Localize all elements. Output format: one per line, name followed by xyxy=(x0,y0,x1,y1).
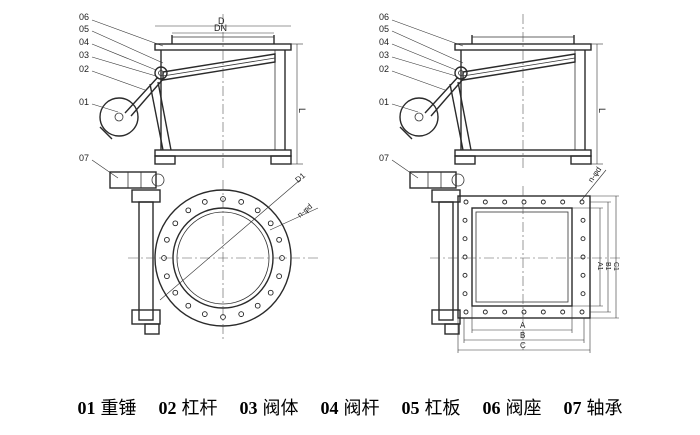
bolt-holes xyxy=(161,196,285,320)
dim-b: B xyxy=(520,331,525,340)
legend-label: 阀座 xyxy=(505,398,542,418)
dim-holes-right: n-φd xyxy=(586,165,603,184)
dim-length-right: L xyxy=(597,108,607,113)
bolt-hole xyxy=(254,207,261,214)
bolt-hole xyxy=(579,199,585,205)
legend-number: 03 xyxy=(239,398,258,418)
callout-01: 01 xyxy=(79,97,89,107)
bolt-hole xyxy=(201,311,208,317)
legend-label: 阀杆 xyxy=(343,398,380,418)
bolt-hole xyxy=(254,302,261,309)
bolt-hole xyxy=(201,199,208,205)
legend-number: 01 xyxy=(77,398,96,418)
bolt-hole xyxy=(462,236,468,242)
bolt-hole xyxy=(185,207,192,214)
bolt-hole xyxy=(580,236,586,242)
legend-label: 阀体 xyxy=(262,398,299,418)
bolt-hole xyxy=(540,199,546,205)
bolt-hole xyxy=(580,254,586,260)
legend-label: 杠杆 xyxy=(181,398,218,418)
bolt-hole xyxy=(276,236,282,243)
legend-label: 杠板 xyxy=(424,398,461,418)
dim-c: C xyxy=(520,341,526,350)
bolt-hole xyxy=(238,311,245,317)
bolt-hole xyxy=(462,217,468,223)
legend-number: 07 xyxy=(563,398,582,418)
callout-04: 04 xyxy=(79,37,89,47)
bolt-hole xyxy=(580,272,586,278)
bolt-hole xyxy=(463,309,469,315)
right-plan-view: A B C A1 B1 C1 n-φd xyxy=(409,165,620,353)
bolt-hole xyxy=(238,199,245,205)
bolt-hole xyxy=(463,199,469,205)
legend-number: 04 xyxy=(320,398,339,418)
dim-length: L xyxy=(297,108,307,113)
bolt-hole xyxy=(482,309,488,315)
bolt-hole xyxy=(462,272,468,278)
legend-label: 轴承 xyxy=(586,398,623,418)
left-elevation-view: D DN L 06 05 04 03 02 01 07 xyxy=(79,12,307,179)
left-plan-view: D1 n-φd xyxy=(109,171,319,340)
callout-06: 06 xyxy=(79,12,89,22)
dim-c1: C1 xyxy=(612,262,619,271)
dim-nominal-diameter: DN xyxy=(214,23,227,33)
square-bolt-holes xyxy=(462,199,586,315)
bolt-hole xyxy=(172,220,179,227)
legend-number: 06 xyxy=(482,398,501,418)
callout-05-right: 05 xyxy=(379,24,389,34)
bolt-hole xyxy=(462,254,468,260)
bolt-hole xyxy=(164,273,170,280)
engineering-drawing: D DN L 06 05 04 03 02 01 07 xyxy=(79,12,620,353)
callout-02-right: 02 xyxy=(379,64,389,74)
legend-number: 02 xyxy=(158,398,177,418)
bolt-hole xyxy=(521,199,527,205)
callout-03-right: 03 xyxy=(379,50,389,60)
dim-a1: A1 xyxy=(596,262,603,271)
bolt-hole xyxy=(164,236,170,243)
dim-holes-left: n-φd xyxy=(296,202,315,220)
bolt-hole xyxy=(560,309,566,315)
right-elevation-view: L 06 05 04 03 02 01 07 xyxy=(379,12,607,179)
bolt-hole xyxy=(560,199,566,205)
callout-07-right: 07 xyxy=(379,153,389,163)
bolt-hole xyxy=(482,199,488,205)
bolt-hole xyxy=(267,289,274,296)
bolt-hole xyxy=(267,220,274,227)
bolt-hole xyxy=(276,273,282,280)
dim-outer-diameter: D xyxy=(218,16,225,26)
bolt-hole xyxy=(580,291,586,297)
callout-07: 07 xyxy=(79,153,89,163)
dim-b1: B1 xyxy=(604,262,611,271)
legend-number: 05 xyxy=(401,398,420,418)
callout-01-right: 01 xyxy=(379,97,389,107)
bolt-hole xyxy=(185,302,192,309)
bolt-hole xyxy=(540,309,546,315)
callout-02: 02 xyxy=(79,64,89,74)
callout-05: 05 xyxy=(79,24,89,34)
bolt-hole xyxy=(580,217,586,223)
bolt-hole xyxy=(502,309,508,315)
callout-03: 03 xyxy=(79,50,89,60)
dim-a: A xyxy=(520,321,526,330)
legend-label: 重锤 xyxy=(100,398,137,418)
bolt-hole xyxy=(521,309,527,315)
dim-bolt-circle: D1 xyxy=(294,171,308,185)
callout-04-right: 04 xyxy=(379,37,389,47)
bolt-hole xyxy=(172,289,179,296)
callout-06-right: 06 xyxy=(379,12,389,22)
bolt-hole xyxy=(462,291,468,297)
bolt-hole xyxy=(502,199,508,205)
bolt-hole xyxy=(579,309,585,315)
